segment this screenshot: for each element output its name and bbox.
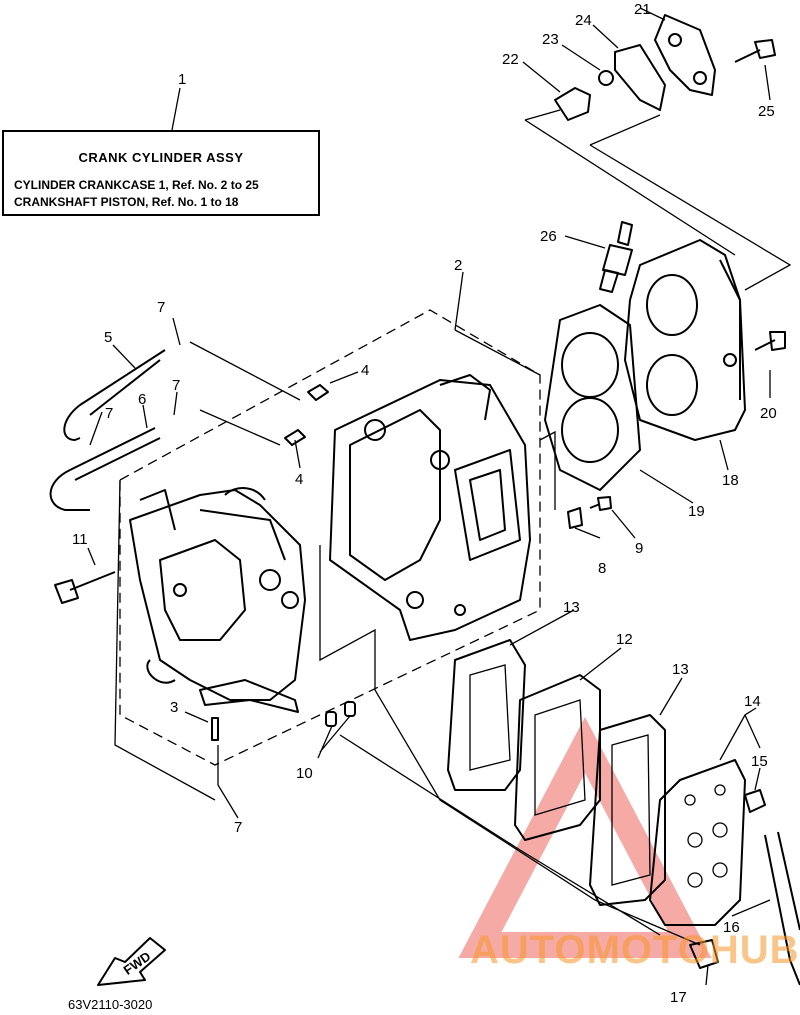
- callout-13: 13: [672, 661, 689, 678]
- pin-part: [211, 717, 219, 741]
- callout-24: 24: [575, 12, 592, 29]
- spark-plug-part: [599, 221, 633, 293]
- callout-12: 12: [616, 631, 633, 648]
- callout-20: 20: [760, 405, 777, 422]
- nipple-part: [284, 429, 306, 446]
- assembly-info-box: CRANK CYLINDER ASSY CYLINDER CRANKCASE 1…: [2, 130, 320, 216]
- bolt-part: [54, 571, 116, 604]
- water-cover-gasket-part: [614, 44, 666, 111]
- head-gasket-part: [544, 304, 641, 491]
- hose-part: [777, 831, 800, 931]
- callout-7: 7: [105, 405, 113, 422]
- assembly-title: CRANK CYLINDER ASSY: [78, 150, 244, 165]
- callout-18: 18: [722, 472, 739, 489]
- callout-9: 9: [635, 540, 643, 557]
- assembly-ref-line-1: CYLINDER CRANKCASE 1, Ref. No. 2 to 25: [14, 178, 259, 192]
- callout-25: 25: [758, 103, 775, 120]
- callout-4: 4: [295, 471, 303, 488]
- callout-17: 17: [670, 989, 687, 1006]
- fitting-part: [744, 789, 766, 813]
- hose-part: [63, 349, 166, 441]
- hose-part: [89, 359, 161, 416]
- callout-3: 3: [170, 699, 178, 716]
- callout-11: 11: [72, 531, 88, 548]
- cylinder-head-part: [624, 239, 746, 441]
- callout-4: 4: [361, 362, 369, 379]
- callout-10: 10: [296, 765, 313, 782]
- forward-arrow-icon: [97, 937, 166, 986]
- fwd-label: FWD: [121, 949, 154, 978]
- bolt-part: [689, 939, 719, 969]
- exhaust-gasket-part: [589, 714, 666, 906]
- nipple-part: [307, 384, 329, 401]
- reference-lines: [87, 7, 792, 986]
- callout-15: 15: [751, 753, 768, 770]
- callout-14: 14: [744, 693, 761, 710]
- watermark-text: AUTOMOTOHUB: [470, 928, 800, 972]
- callout-22: 22: [502, 51, 519, 68]
- callout-2: 2: [454, 257, 462, 274]
- callout-7: 7: [172, 377, 180, 394]
- callout-7: 7: [157, 299, 165, 316]
- assembly-ref-line-2: CRANKSHAFT PISTON, Ref. No. 1 to 18: [14, 195, 239, 209]
- callout-8: 8: [598, 560, 606, 577]
- crankcase-assembly-outline: [119, 309, 541, 766]
- callout-23: 23: [542, 31, 559, 48]
- callout-6: 6: [138, 391, 146, 408]
- callout-7: 7: [234, 819, 242, 836]
- catalog-code: 63V2110-3020: [68, 997, 153, 1012]
- cylinder-block-part: [329, 374, 531, 641]
- callout-21: 21: [634, 1, 651, 18]
- callout-26: 26: [540, 228, 557, 245]
- hose-part: [49, 427, 156, 511]
- watermark-triangle-logo: [458, 717, 712, 958]
- bracket-part: [567, 507, 583, 529]
- thermostat-fitting-part: [554, 87, 591, 121]
- hose-part: [74, 437, 161, 481]
- bolt-part: [589, 496, 612, 511]
- bolt-part: [754, 331, 786, 351]
- bolt-part: [734, 39, 776, 63]
- callout-19: 19: [688, 503, 705, 520]
- exhaust-gasket-part: [447, 639, 526, 791]
- callout-1: 1: [178, 71, 186, 88]
- crankcase-half-part: [129, 487, 306, 713]
- hose-part: [764, 834, 800, 986]
- callout-13: 13: [563, 599, 580, 616]
- callout-16: 16: [723, 919, 740, 936]
- exhaust-cover-part: [649, 759, 746, 926]
- washer-part: [598, 70, 614, 86]
- water-cover-part: [654, 14, 716, 96]
- callout-5: 5: [104, 329, 112, 346]
